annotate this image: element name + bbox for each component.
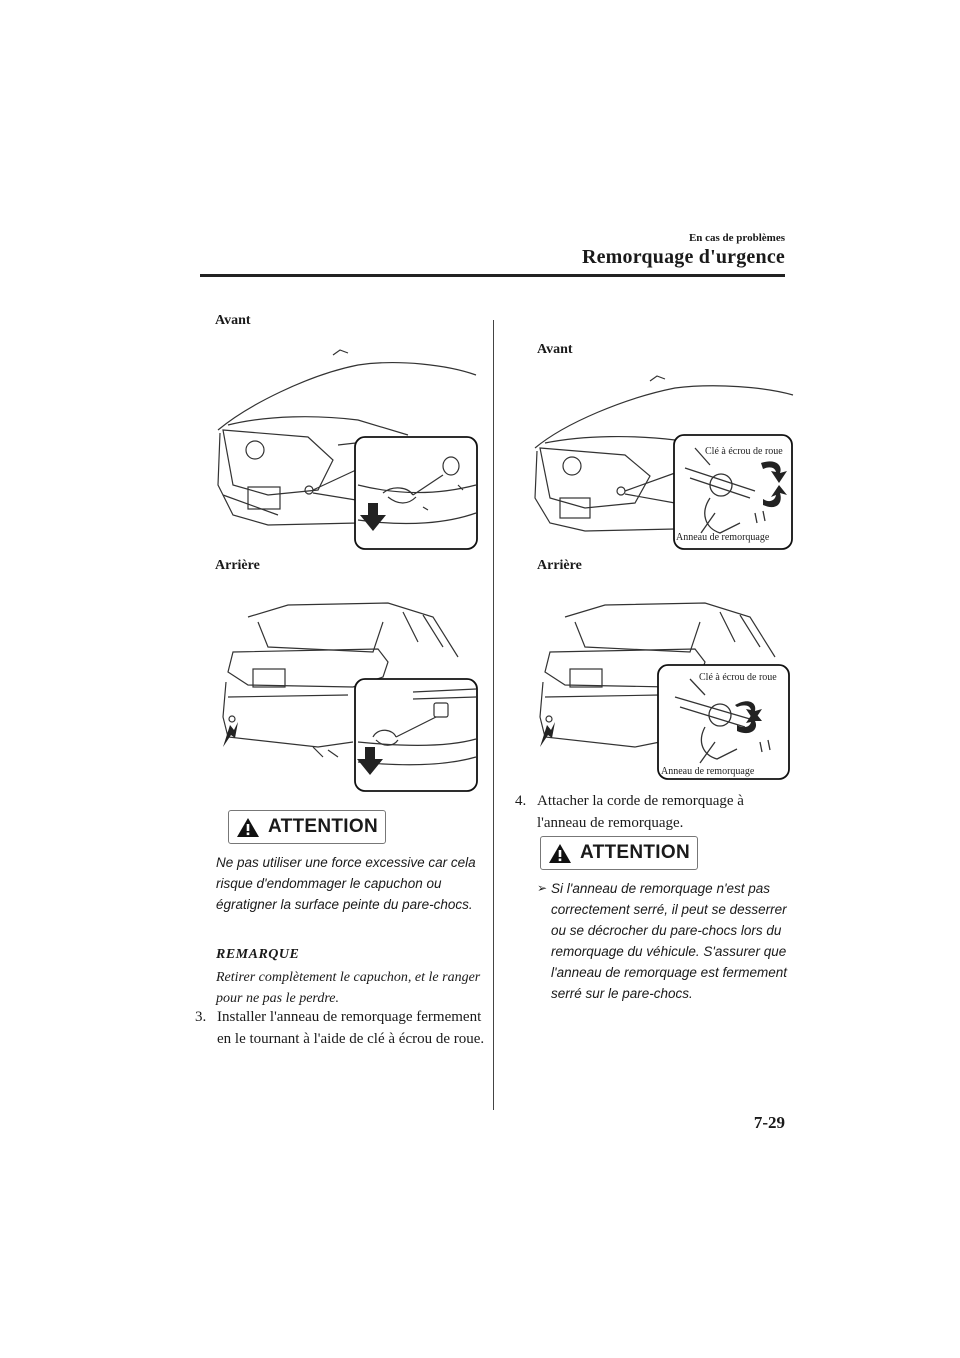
ring-callout-front: Anneau de remorquage <box>676 532 770 543</box>
front-label-left: Avant <box>215 313 251 328</box>
rear-ring-install-illustration: Clé à écrou de roue Anneau de remorquage <box>525 597 797 783</box>
wrench-callout-front: Clé à écrou de roue <box>705 446 783 457</box>
attention-banner-left: ATTENTION <box>228 810 386 844</box>
ring-callout-rear: Anneau de remorquage <box>661 766 755 777</box>
page-number: 7-29 <box>753 1113 785 1132</box>
front-ring-install-illustration: Clé à écrou de roue Anneau de remorquage <box>525 373 797 553</box>
wrench-callout-rear: Clé à écrou de roue <box>699 672 777 683</box>
rear-label-left: Arrière <box>215 558 260 573</box>
attention-label: ATTENTION <box>267 816 378 837</box>
header-rule <box>200 274 785 277</box>
attention-banner-right: ATTENTION <box>540 836 698 870</box>
warning-triangle-icon <box>236 817 259 837</box>
section-name: En cas de problèmes <box>688 232 785 244</box>
rear-car-drawing <box>222 602 478 792</box>
rear-label-right: Arrière <box>537 558 582 573</box>
step-4-text: Attacher la corde de remorquage à l'anne… <box>537 793 744 831</box>
front-cap-removal-illustration <box>208 345 480 553</box>
rear-wrench-drawing: Clé à écrou de roue Anneau de remorquage <box>539 602 790 780</box>
front-car-drawing <box>217 349 478 550</box>
warning-triangle-icon <box>548 843 571 863</box>
step-4: 4. Attacher la corde de remorquage à l'a… <box>515 790 785 834</box>
step-3: 3. Installer l'anneau de remorquage ferm… <box>195 1006 485 1050</box>
attention-label: ATTENTION <box>579 842 690 863</box>
attention-text-left: Ne pas utiliser une force excessive car … <box>216 855 476 912</box>
attention-text-right: Si l'anneau de remorquage n'est pas corr… <box>551 881 787 1001</box>
step-4-number: 4. <box>515 793 527 809</box>
front-label-right: Avant <box>537 342 573 357</box>
step-3-number: 3. <box>195 1009 207 1025</box>
remark-text: Retirer complètement le capuchon, et le … <box>216 970 481 1006</box>
page-title: Remorquage d'urgence <box>581 246 785 268</box>
rear-cap-removal-illustration <box>208 597 480 795</box>
attention-bullet-right: ➢ Si l'anneau de remorquage n'est pas co… <box>537 878 787 1004</box>
bullet-arrow-icon: ➢ <box>537 881 548 895</box>
front-wrench-drawing: Clé à écrou de roue Anneau de remorquage <box>534 375 794 550</box>
step-3-text: Installer l'anneau de remorquage fermeme… <box>217 1009 485 1047</box>
remark-title: REMARQUE <box>216 947 300 962</box>
column-divider <box>493 320 494 1110</box>
